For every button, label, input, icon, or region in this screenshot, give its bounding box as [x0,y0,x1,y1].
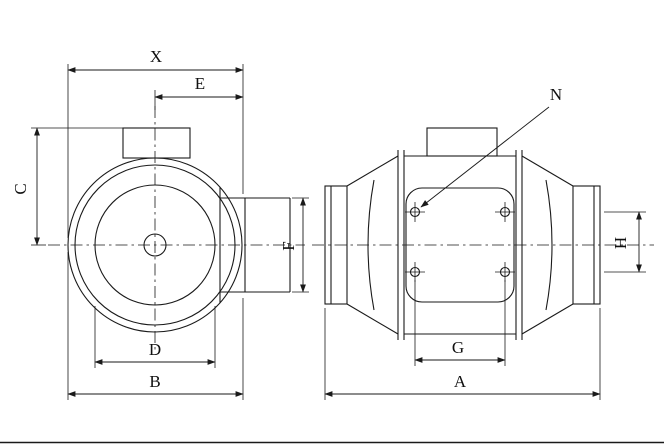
front-view: X E C F D [11,47,309,400]
dimension-b: B [67,252,244,400]
callout-n: N [420,85,562,208]
fan-body-side [324,127,601,340]
mounting-hole-bottom-right [495,262,515,282]
dimension-h: H [604,211,646,273]
dimension-a: A [324,308,601,400]
mounting-hole-top-right [495,202,515,222]
dim-b-label: B [149,372,160,391]
impeller-circle [94,184,216,306]
mounting-holes [405,202,515,282]
left-cone-curve [367,179,375,311]
mounting-panel [405,187,515,303]
callout-n-leader-line [420,106,550,208]
left-cone-top-line [346,155,399,187]
dimension-c: C [11,127,123,246]
left-cone-bottom-line [346,303,399,335]
mounting-hole-top-left [405,202,425,222]
terminal-box-side [426,127,498,157]
dimension-d: D [94,306,216,368]
side-view: N H G A [312,85,654,400]
duct-spigot-front [219,187,291,303]
right-cone-curve [545,179,553,311]
dim-g-label: G [452,338,464,357]
dimension-x: X [67,47,244,238]
dimension-f: F [279,197,309,293]
left-duct-spigot [324,185,348,305]
dimension-g: G [414,280,506,366]
callout-n-label: N [550,85,562,104]
mounting-hole-bottom-left [405,262,425,282]
dimension-e: E [154,74,244,110]
dim-a-label: A [454,372,467,391]
right-cone-bottom-line [521,303,574,335]
fan-housing-front [67,127,243,333]
dim-d-label: D [149,340,161,359]
right-duct-spigot [572,185,601,305]
dim-c-label: C [11,183,30,194]
front-centerlines [48,106,305,352]
housing-rim-circle [74,164,236,326]
hub-circle [143,233,167,257]
right-cone-top-line [521,155,574,187]
dim-e-label: E [195,74,205,93]
terminal-box-front [122,127,191,159]
dim-h-label: H [611,237,630,249]
dim-f-label: F [279,241,298,250]
dim-x-label: X [150,47,162,66]
